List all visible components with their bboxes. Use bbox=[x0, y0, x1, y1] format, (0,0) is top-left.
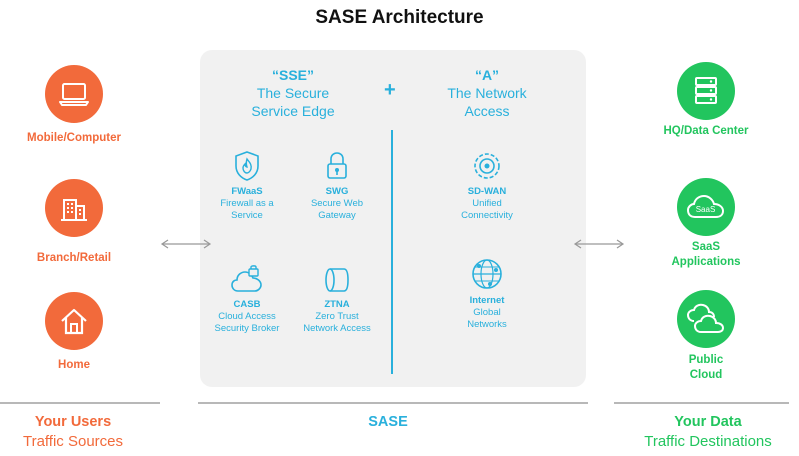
casb-desc2: Security Broker bbox=[214, 322, 280, 334]
server-icon bbox=[695, 77, 717, 104]
ztna-desc1: Zero Trust bbox=[315, 311, 359, 322]
sdwan-name: SD-WAN bbox=[467, 186, 507, 197]
laptop-icon bbox=[59, 83, 89, 106]
footer-data: Your Data Traffic Destinations bbox=[618, 413, 798, 451]
building-icon bbox=[61, 199, 87, 221]
service-ztna: ZTNA Zero Trust Network Access bbox=[287, 265, 387, 334]
swg-desc2: Gateway bbox=[318, 209, 356, 221]
label-public-cloud: Public Cloud bbox=[636, 353, 776, 383]
plus-sign: + bbox=[384, 79, 396, 101]
a-line2: Access bbox=[464, 103, 510, 119]
service-internet: Internet Global Networks bbox=[437, 257, 537, 330]
a-quote: “A” bbox=[474, 67, 500, 83]
users-subtitle: Traffic Sources bbox=[22, 433, 124, 450]
saas-line1: SaaS bbox=[691, 241, 721, 253]
data-divider bbox=[614, 402, 789, 404]
data-subtitle: Traffic Destinations bbox=[644, 433, 772, 450]
internet-desc2: Networks bbox=[467, 318, 507, 330]
casb-name: CASB bbox=[233, 299, 261, 310]
footer-sase: SASE bbox=[338, 413, 438, 432]
label-hq-data-center: HQ/Data Center bbox=[663, 125, 749, 137]
sdwan-gear-icon bbox=[474, 153, 500, 179]
users-title: Your Users bbox=[34, 414, 112, 430]
internet-name: Internet bbox=[469, 295, 505, 306]
casb-desc1: Cloud Access bbox=[218, 311, 276, 322]
sse-heading: “SSE” The Secure Service Edge bbox=[228, 66, 358, 120]
fwaas-desc1: Firewall as a bbox=[220, 198, 274, 209]
lock-icon bbox=[327, 152, 347, 179]
service-fwaas: FWaaS Firewall as a Service bbox=[197, 150, 297, 221]
service-swg: SWG Secure Web Gateway bbox=[287, 150, 387, 221]
sse-line1: The Secure bbox=[256, 85, 330, 101]
cloud-lock-icon bbox=[231, 265, 262, 292]
sdwan-desc2: Connectivity bbox=[461, 209, 513, 221]
saas-circle: SaaS bbox=[677, 178, 735, 236]
right-double-arrow-icon bbox=[573, 239, 625, 249]
clouds-icon bbox=[686, 303, 725, 333]
users-divider bbox=[0, 402, 160, 404]
panel-divider bbox=[391, 130, 393, 374]
cloud-line2: Cloud bbox=[689, 369, 723, 381]
swg-name: SWG bbox=[325, 186, 349, 197]
home-icon bbox=[61, 308, 87, 335]
service-sdwan: SD-WAN Unified Connectivity bbox=[437, 150, 537, 221]
sse-quote: “SSE” bbox=[271, 67, 314, 83]
home-circle bbox=[45, 292, 103, 350]
swg-desc1: Secure Web bbox=[310, 198, 364, 209]
label-home: Home bbox=[58, 359, 90, 371]
footer-users: Your Users Traffic Sources bbox=[0, 413, 146, 451]
hq-circle bbox=[677, 62, 735, 120]
a-line1: The Network bbox=[447, 85, 527, 101]
sase-panel bbox=[200, 50, 586, 387]
fwaas-name: FWaaS bbox=[231, 186, 263, 197]
sase-label: SASE bbox=[368, 414, 408, 430]
label-branch-retail: Branch/Retail bbox=[36, 252, 112, 264]
service-casb: CASB Cloud Access Security Broker bbox=[197, 265, 297, 334]
label-saas-applications: SaaS Applications bbox=[636, 240, 776, 270]
branch-circle bbox=[45, 179, 103, 237]
ztna-name: ZTNA bbox=[324, 299, 350, 310]
fwaas-desc2: Service bbox=[231, 209, 263, 221]
public-cloud-circle bbox=[677, 290, 735, 348]
saas-badge-text: SaaS bbox=[696, 205, 716, 214]
computer-circle bbox=[45, 65, 103, 123]
internet-desc1: Global bbox=[473, 307, 501, 318]
data-title: Your Data bbox=[674, 414, 742, 430]
cloud-line1: Public bbox=[688, 354, 724, 366]
shield-fire-icon bbox=[235, 151, 259, 181]
diagram-title: SASE Architecture bbox=[315, 7, 484, 28]
left-double-arrow-icon bbox=[160, 239, 212, 249]
saas-cloud-icon: SaaS bbox=[686, 194, 725, 218]
label-mobile-computer: Mobile/Computer bbox=[27, 132, 121, 144]
globe-network-icon bbox=[472, 259, 502, 289]
ztna-desc2: Network Access bbox=[303, 322, 371, 334]
a-heading: “A” The Network Access bbox=[422, 66, 552, 120]
sdwan-desc1: Unified bbox=[472, 198, 502, 209]
sse-line2: Service Edge bbox=[251, 103, 335, 119]
saas-line2: Applications bbox=[671, 256, 741, 268]
sase-divider bbox=[198, 402, 588, 404]
tunnel-icon bbox=[325, 268, 349, 292]
